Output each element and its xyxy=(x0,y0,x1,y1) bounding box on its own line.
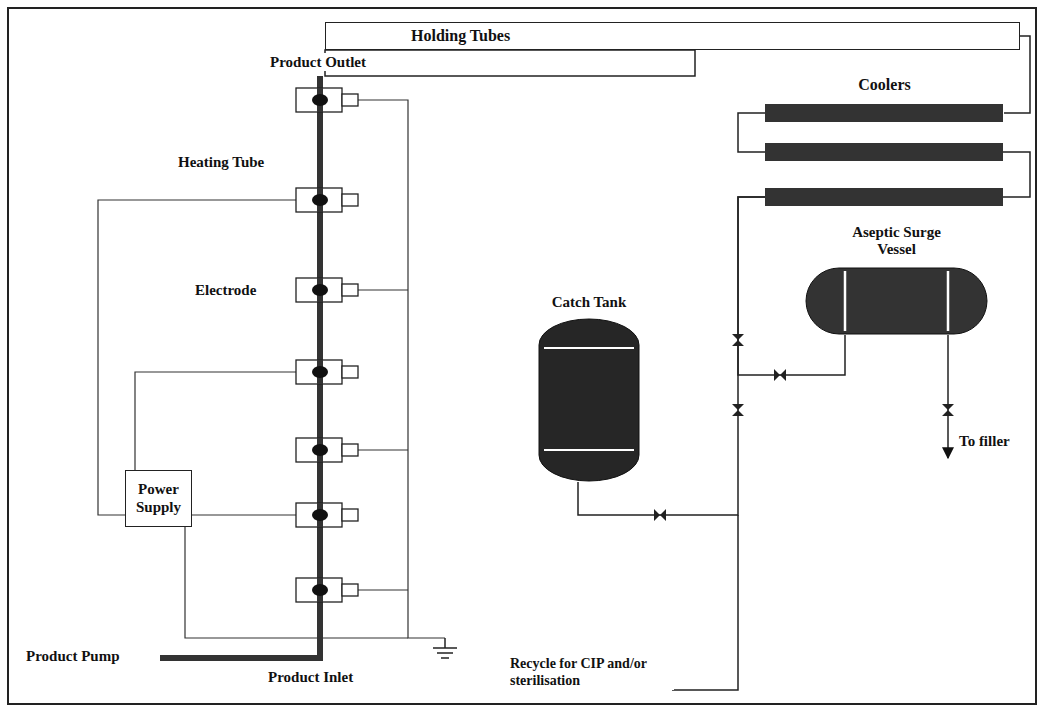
filler-line xyxy=(947,335,949,458)
electrode-symbols xyxy=(296,88,358,602)
catch-tank: Catch Tank xyxy=(538,294,640,482)
recycle-line xyxy=(672,515,738,690)
part-label: Electrode xyxy=(193,281,258,299)
process-box: Power Supply xyxy=(125,470,192,527)
frame xyxy=(8,8,1036,704)
part-label: Product Inlet xyxy=(266,668,355,686)
valve-symbols xyxy=(654,334,954,521)
cooler-tubes xyxy=(738,104,1030,206)
holding-tube-bar xyxy=(325,50,695,76)
node-label: Coolers xyxy=(765,76,1004,94)
part-label: Product Pump xyxy=(24,647,121,665)
tank-outline xyxy=(538,318,640,482)
part-label: Recycle for CIP and/or sterilisation xyxy=(508,656,674,690)
node-label: Power Supply xyxy=(128,481,189,516)
node-label: Aseptic Surge Vessel xyxy=(842,224,952,259)
part-label: To filler xyxy=(957,432,1012,450)
node-label: Holding Tubes xyxy=(411,27,1019,45)
power-wires xyxy=(98,100,445,638)
vessel-outline xyxy=(805,267,988,335)
surge-vessel: Aseptic Surge Vessel xyxy=(805,224,988,335)
cooler-group: Coolers xyxy=(765,76,1004,210)
node-label: Catch Tank xyxy=(538,294,640,311)
holding-tube: Holding Tubes xyxy=(325,22,1020,50)
part-label: Product Outlet xyxy=(268,53,368,71)
ground-symbol xyxy=(433,638,457,658)
part-label: Heating Tube xyxy=(176,153,266,171)
